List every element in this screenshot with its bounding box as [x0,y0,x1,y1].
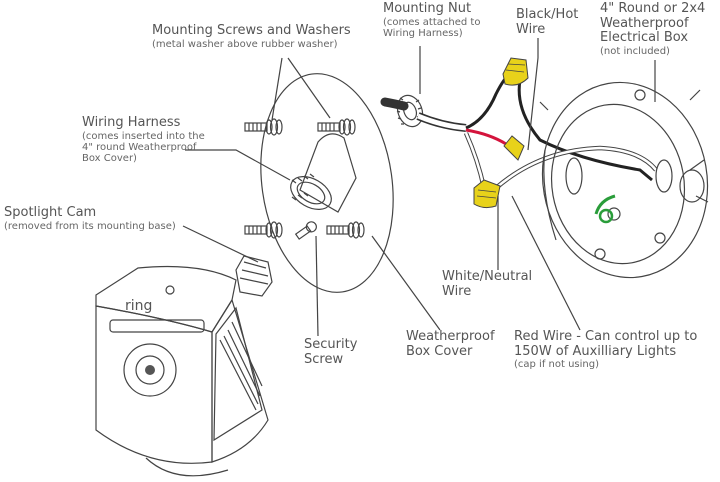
red-wire-label: Red Wire - Can control up to 150W of Aux… [514,329,698,371]
black-hot-wire-label: Black/Hot Wire [516,7,579,37]
red-wire [465,128,507,146]
wiring-harness-title: Wiring Harness [82,115,181,130]
white-neutral-wire-label: White/Neutral Wire [442,269,533,299]
box-cover-line-2: Box Cover [406,343,473,359]
mounting-screws-title: Mounting Screws and Washers [152,23,351,38]
wiring-harness-note-3: Box Cover) [82,152,137,164]
mounting-nut-shape [396,94,424,128]
mounting-screws [244,118,365,239]
red-wire-note: (cap if not using) [514,359,599,371]
electrical-box-line-2: Weatherproof [600,15,689,31]
mounting-screws-label: Mounting Screws and Washers (metal washe… [152,23,351,50]
mounting-nut-note-2: Wiring Harness) [383,27,463,39]
spotlight-cam-shape: ring [95,255,273,477]
electrical-box-note: (not included) [600,45,670,57]
red-wire-line-2: 150W of Auxilliary Lights [514,343,677,359]
spotlight-cam-label: Spotlight Cam (removed from its mounting… [4,205,176,232]
mounting-screws-note: (metal washer above rubber washer) [152,38,338,50]
spotlight-cam-title: Spotlight Cam [4,205,97,220]
security-screw-line-2: Screw [304,351,344,367]
electrical-box-shape [539,81,709,279]
brand-label: ring [125,298,152,314]
box-cover-label: Weatherproof Box Cover [406,329,495,359]
security-screw-line-1: Security [304,337,358,352]
security-screw-shape [294,221,317,240]
electrical-box-line-1: 4" Round or 2x4 [600,1,706,16]
black-wire [465,72,511,130]
black-hot-line-1: Black/Hot [516,7,579,22]
wiring-harness-note-1: (comes inserted into the [82,130,205,142]
wire-nuts [473,57,529,209]
box-cover-shape [260,73,394,293]
red-wire-line-1: Red Wire - Can control up to [514,329,698,344]
white-neutral-line-2: Wire [442,283,472,299]
wiring-harness-label: Wiring Harness (comes inserted into the … [82,115,205,164]
leader-lines [182,38,656,337]
mounting-nut-label: Mounting Nut (comes attached to Wiring H… [383,1,481,39]
box-cover-line-1: Weatherproof [406,329,495,344]
white-neutral-line-1: White/Neutral [442,269,533,284]
electrical-box-line-3: Electrical Box [600,30,689,46]
wiring-harness-shape [290,133,357,213]
mounting-nut-note-1: (comes attached to [383,16,481,28]
black-hot-line-2: Wire [516,21,546,37]
security-screw-label: Security Screw [304,337,358,367]
mounting-nut-title: Mounting Nut [383,1,472,16]
electrical-box-label: 4" Round or 2x4 Weatherproof Electrical … [600,1,706,57]
spotlight-cam-note: (removed from its mounting base) [4,220,176,232]
wiring-harness-note-2: 4" round Weatherproof [82,141,197,153]
